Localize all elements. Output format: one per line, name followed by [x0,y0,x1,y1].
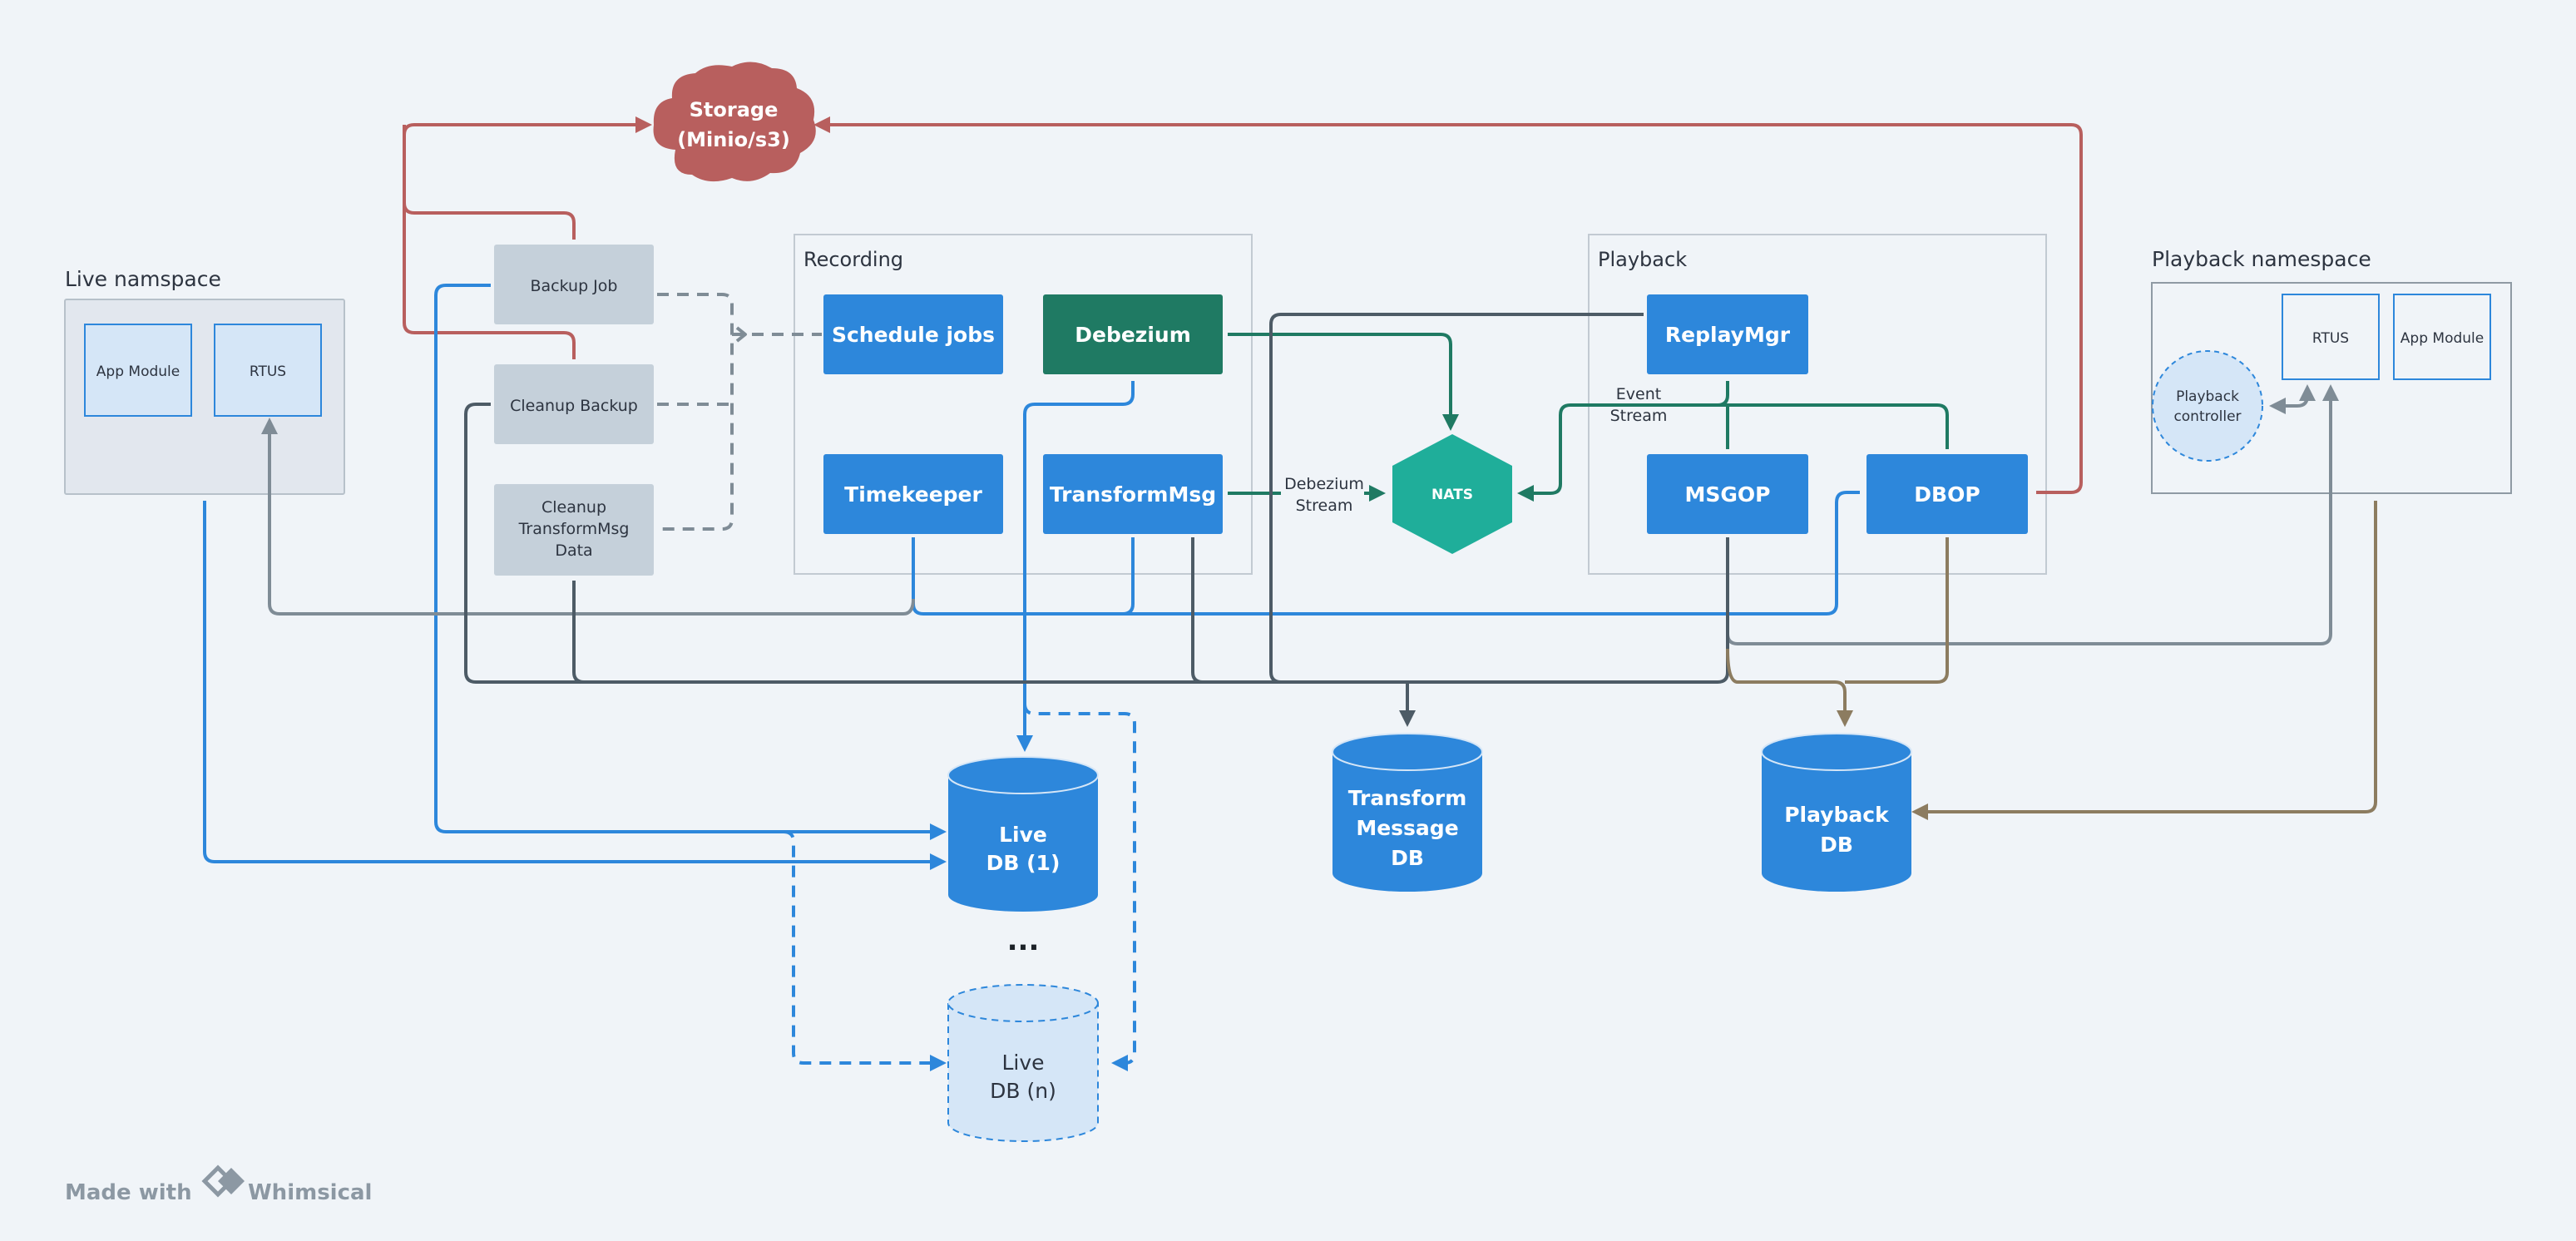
debezium-to-live-db-link [1016,381,1135,752]
live-db-1-line2: DB (1) [986,851,1061,875]
playback-namespace-to-playback-db-link [1911,501,2377,820]
playback-db[interactable]: Playback DB [1761,733,1912,892]
playback-app-module-label: App Module [2400,330,2484,347]
schedule-jobs-label: Schedule jobs [832,323,995,347]
cleanup-backup-to-storage-link [403,125,576,359]
backup-job-to-storage-link [403,116,652,240]
transform-db-line2: Message [1356,816,1458,840]
cleanup-backup-node[interactable]: Cleanup Backup [494,364,654,444]
live-db-1[interactable]: Live DB (1) [947,756,1099,912]
replaymgr-label: ReplayMgr [1665,323,1791,347]
dbop-to-playback-db-link [1845,537,1949,684]
made-with-label: Made with [65,1180,192,1205]
playback-title: Playback [1598,248,1687,271]
playback-controller-line2: controller [2173,408,2241,425]
timekeeper-to-rtus-link [261,418,915,616]
cleanup-backup-label: Cleanup Backup [510,397,638,415]
live-db-1-line1: Live [999,823,1047,847]
playback-db-line2: DB [1820,833,1853,857]
dbop-to-storage-link [813,116,2083,494]
cleanup-transform-line1: Cleanup [541,498,606,517]
jobs-to-schedule-dashed-link [657,293,822,531]
timekeeper-label: Timekeeper [844,482,982,507]
event-stream-line1: Event [1616,385,1661,403]
playback-controller-line1: Playback [2176,388,2239,405]
schedule-jobs-node[interactable]: Schedule jobs [823,294,1003,374]
made-with-footer[interactable]: Made with Whimsical [65,1164,372,1205]
event-stream-line2: Stream [1610,407,1668,425]
schedule-bus-arrow [735,326,747,343]
debezium-node[interactable]: Debezium [1043,294,1223,374]
live-rtus-label: RTUS [250,363,286,380]
event-stream-label: Event Stream [1610,385,1668,425]
dbop-label: DBOP [1914,482,1980,507]
msgop-node[interactable]: MSGOP [1647,454,1808,534]
more-live-dbs-ellipsis: ... [1007,924,1040,957]
transformmsg-to-transform-db-link [1191,537,1407,684]
nats-node[interactable]: NATS [1392,434,1512,554]
live-db-n-line1: Live [1001,1051,1044,1075]
cleanup-transform-to-transform-db-link [572,581,1407,684]
transform-message-db[interactable]: Transform Message DB [1332,733,1483,892]
dbop-node[interactable]: DBOP [1866,454,2028,534]
playback-rtus[interactable]: RTUS [2282,294,2380,380]
event-stream-to-dbop [1718,403,1949,449]
live-app-module[interactable]: App Module [84,324,192,417]
playback-controller[interactable]: Playback controller [2152,350,2263,462]
live-db-n-line2: DB (n) [990,1079,1056,1103]
whimsical-brand: Whimsical [248,1180,372,1205]
playback-namespace-title: Playback namespace [2152,247,2371,271]
live-rtus[interactable]: RTUS [214,324,322,417]
controller-to-rtus-link [2269,384,2316,414]
timekeeper-node[interactable]: Timekeeper [823,454,1003,534]
nats-label: NATS [1431,487,1473,503]
live-app-module-label: App Module [96,363,180,380]
transformmsg-node[interactable]: TransformMsg [1043,454,1223,534]
debezium-to-live-db-n-link [1023,703,1136,1071]
connectors [203,116,2377,1071]
playback-db-line1: Playback [1784,803,1890,827]
backup-job-to-live-db-n-link [783,830,947,1071]
playback-rtus-label: RTUS [2312,330,2349,347]
debezium-stream-label: Debezium Stream [1281,471,1364,521]
debezium-stream-line2: Stream [1296,497,1353,515]
transform-db-line3: DB [1391,846,1424,870]
debezium-stream-line1: Debezium [1284,475,1364,493]
debezium-to-nats-link [1228,333,1459,431]
storage-label-line1: Storage [690,98,779,121]
storage-cloud[interactable]: Storage (Minio/s3) [653,62,816,182]
live-db-n[interactable]: Live DB (n) [947,984,1099,1142]
msgop-to-playback-db-link [1726,648,1853,727]
transform-db-line1: Transform [1348,786,1467,810]
backup-job-label: Backup Job [531,277,618,295]
replaymgr-to-transform-db-link [1269,313,1644,684]
event-stream-link [1517,381,1729,502]
live-namespace-title: Live namspace [65,267,221,291]
cleanup-transform-node[interactable]: Cleanup TransformMsg Data [494,484,654,576]
cleanup-backup-to-transform-db-link [464,403,1407,684]
debezium-label: Debezium [1075,323,1191,347]
whimsical-logo-icon [201,1164,245,1198]
cleanup-transform-line2: TransformMsg [518,520,630,538]
backup-job-to-live-db-link [434,284,947,840]
recording-title: Recording [803,248,903,271]
msgop-to-transform-db-link [1407,537,1729,684]
playback-app-module[interactable]: App Module [2393,294,2491,380]
cleanup-transform-line3: Data [555,541,592,560]
dbop-to-live-db-link [1025,491,1860,616]
storage-label-line2: (Minio/s3) [677,128,790,151]
replaymgr-node[interactable]: ReplayMgr [1647,294,1808,374]
backup-job-node[interactable]: Backup Job [494,245,654,324]
msgop-label: MSGOP [1685,482,1771,507]
transformmsg-label: TransformMsg [1050,482,1216,507]
live-namespace-to-live-db-link [203,501,947,870]
